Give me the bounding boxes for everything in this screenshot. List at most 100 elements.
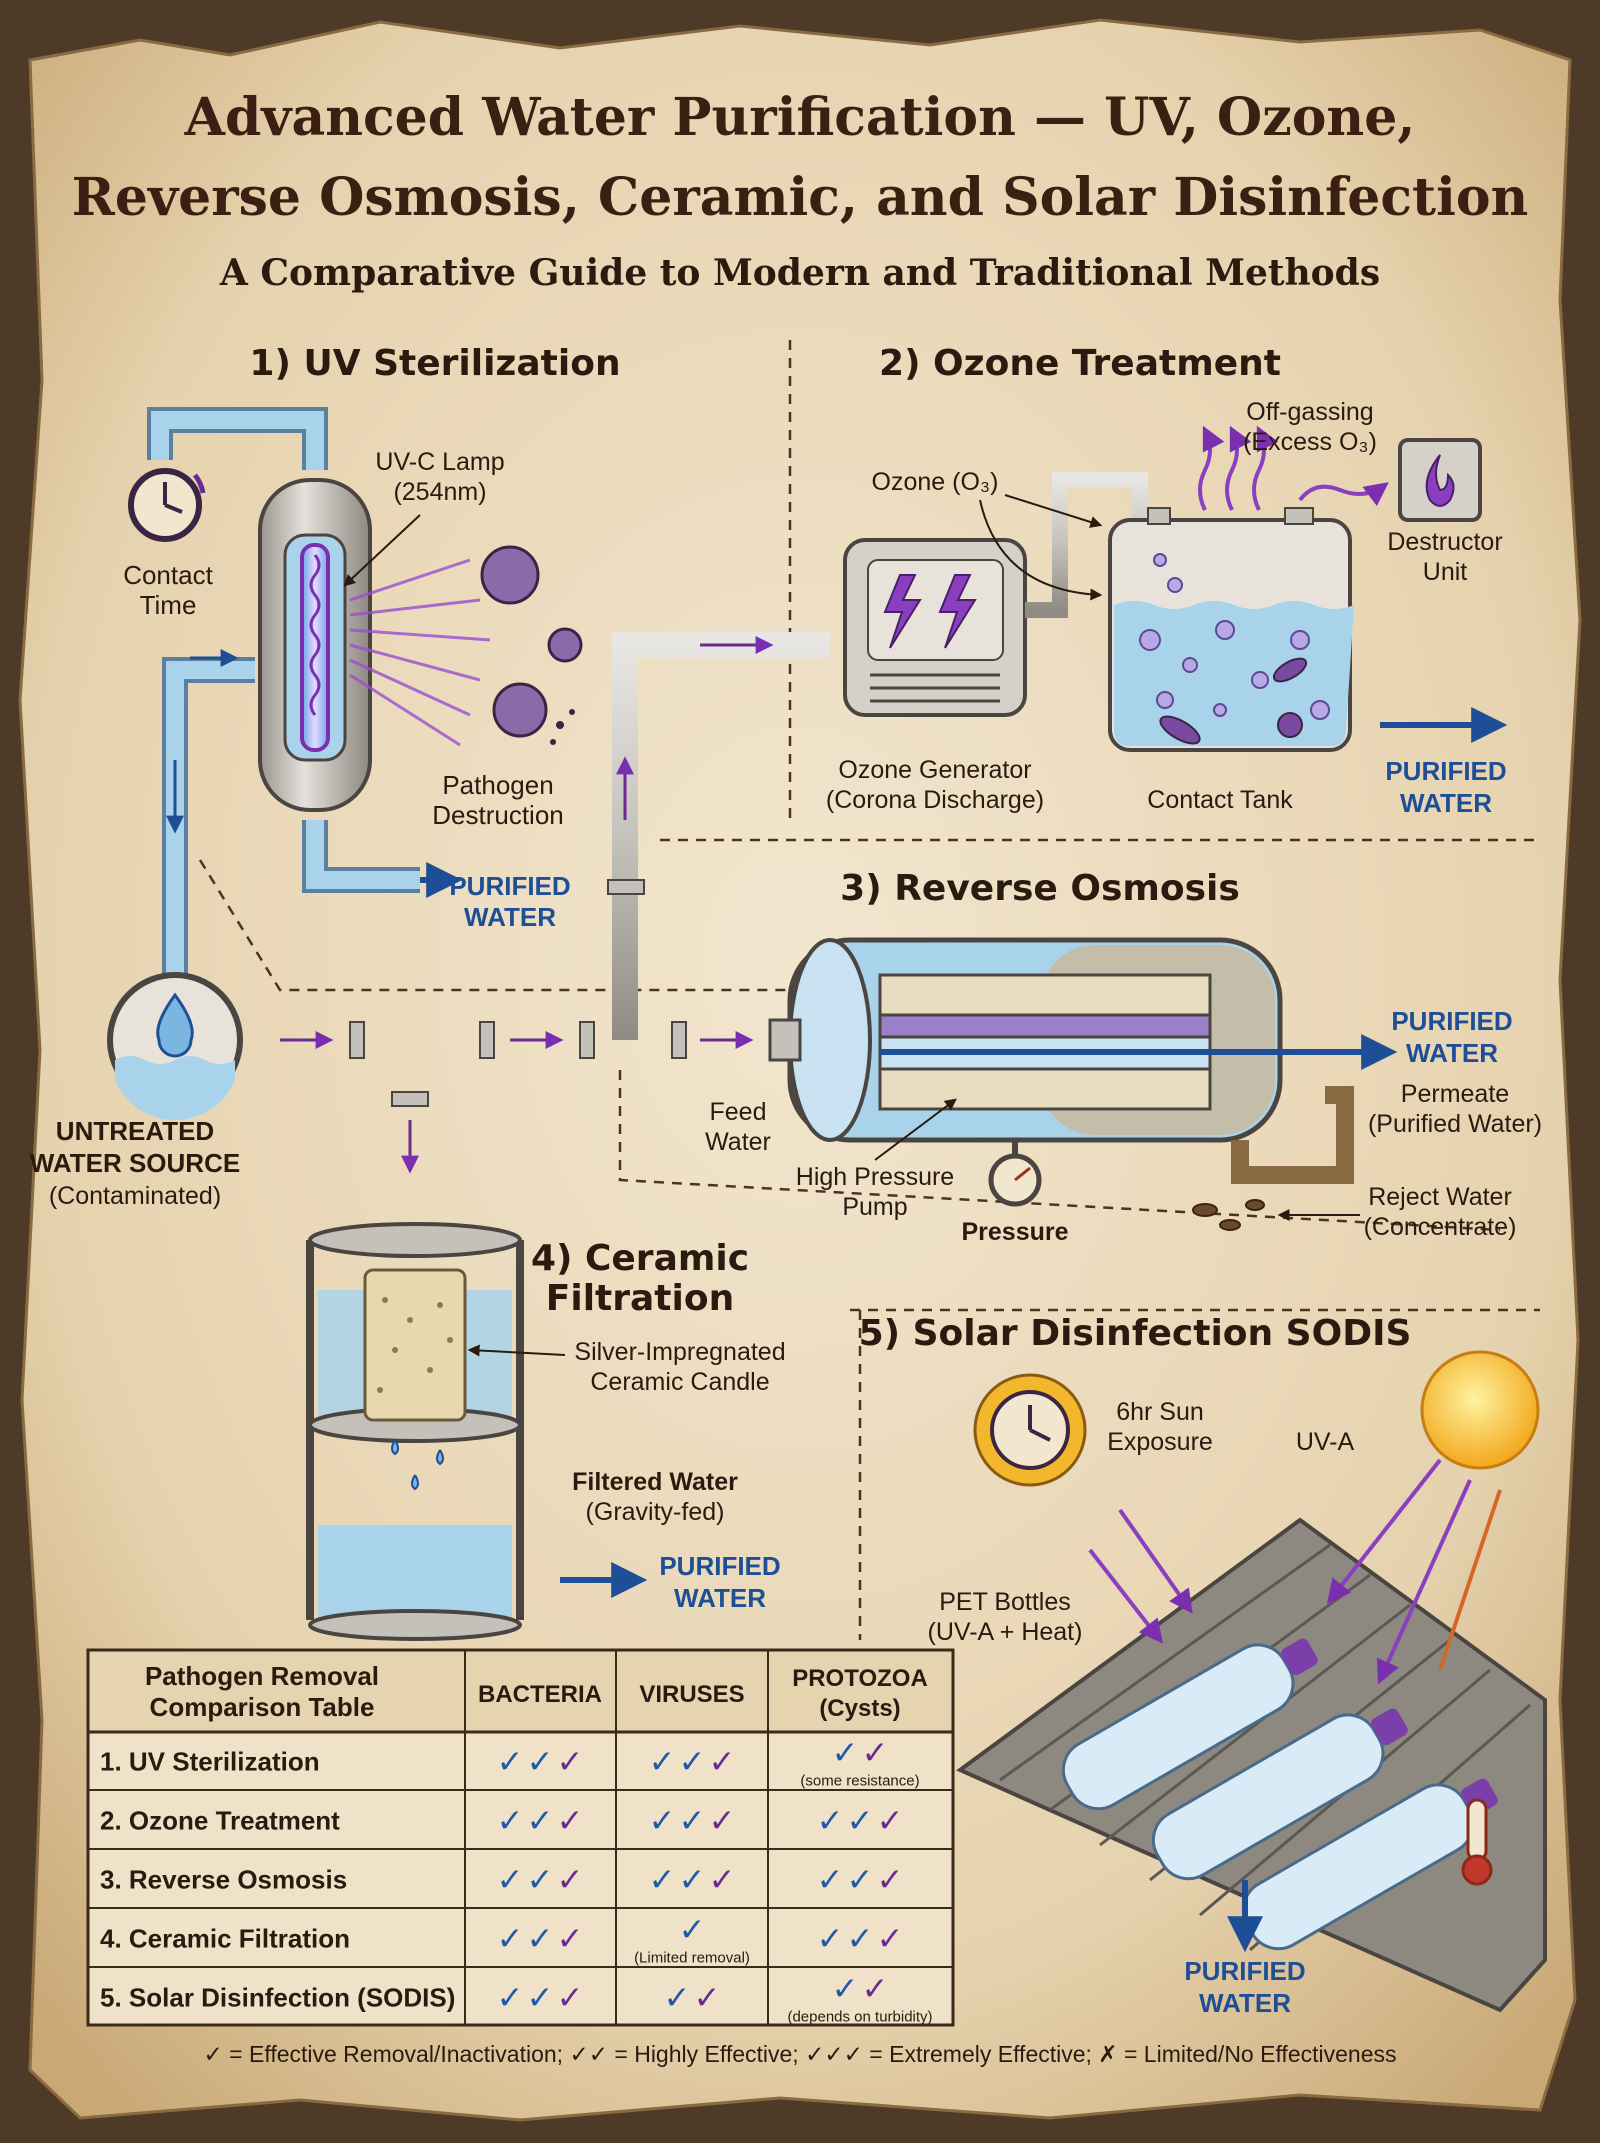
clock-icon [128, 468, 206, 542]
check-mark-icon: ✓ [557, 1802, 584, 1840]
check-mark-icon: ✓ [679, 1743, 706, 1781]
ceramic-output-1: PURIFIED [659, 1551, 780, 1581]
check-mark-icon: ✓ [649, 1743, 676, 1781]
feed-label-2: Water [705, 1128, 771, 1156]
ceramic-section: 4) Ceramic Filtration Silver-Impregnated… [306, 1222, 786, 1641]
uv-heading: 1) UV Sterilization [249, 343, 620, 384]
table-row-method: 4. Ceramic Filtration [100, 1924, 350, 1954]
title-line-2: Reverse Osmosis, Ceramic, and Solar Disi… [72, 167, 1529, 228]
check-mark-icon: ✓ [679, 1911, 706, 1949]
check-mark-icon: ✓ [862, 1734, 889, 1772]
gravity-label: (Gravity-fed) [586, 1498, 725, 1526]
table-title-2: Comparison Table [150, 1692, 375, 1722]
pump-label-2: Pump [842, 1193, 907, 1221]
ro-membrane [878, 973, 1212, 1111]
check-mark-icon: ✓ [847, 1861, 874, 1899]
uv-wavelength: (254nm) [393, 478, 486, 506]
check-mark-icon: ✓ [557, 1861, 584, 1899]
feed-label-1: Feed [710, 1098, 767, 1126]
check-mark-icon: ✓ [497, 1802, 524, 1840]
table-cell-note: (depends on turbidity) [787, 2009, 932, 2026]
ro-heading: 3) Reverse Osmosis [840, 868, 1240, 909]
permeate-label-1: Permeate [1401, 1080, 1509, 1108]
offgas-wisps [1198, 425, 1389, 511]
ozone-section: 2) Ozone Treatment [612, 343, 1508, 1040]
sun-exposure-1: 6hr Sun [1116, 1398, 1204, 1426]
check-mark-icon: ✓ [877, 1920, 904, 1958]
check-mark-icon: ✓ [817, 1861, 844, 1899]
check-mark-icon: ✓ [527, 1861, 554, 1899]
check-mark-icon: ✓ [527, 1802, 554, 1840]
ozone-bubbles [1139, 553, 1330, 720]
reject-label-2: (Concentrate) [1364, 1213, 1517, 1241]
ceramic-output-2: WATER [674, 1583, 766, 1613]
contact-time-label-2: Time [140, 590, 197, 620]
col-protozoa-2: (Cysts) [819, 1695, 900, 1722]
destructor-label-1: Destructor [1387, 528, 1502, 556]
generator-label-1: Ozone Generator [838, 756, 1031, 784]
destructor-label-2: Unit [1423, 558, 1468, 586]
col-viruses: VIRUSES [639, 1681, 744, 1708]
table-row-method: 3. Reverse Osmosis [100, 1865, 347, 1895]
check-mark-icon: ✓ [497, 1979, 524, 2017]
check-mark-icon: ✓ [832, 1970, 859, 2008]
ozone-output-1: PURIFIED [1385, 756, 1506, 786]
offgassing-label-1: Off-gassing [1246, 398, 1373, 426]
tank-label: Contact Tank [1147, 786, 1293, 814]
check-mark-icon: ✓ [709, 1861, 736, 1899]
flame-icon [1425, 454, 1455, 507]
table-row-method: 1. UV Sterilization [100, 1747, 320, 1777]
table-row-method: 5. Solar Disinfection (SODIS) [100, 1983, 455, 2013]
ceramic-heading-2: Filtration [546, 1278, 734, 1319]
table-legend: ✓ = Effective Removal/Inactivation; ✓✓ =… [204, 2041, 1397, 2067]
col-bacteria: BACTERIA [478, 1681, 602, 1708]
ro-section: 3) Reverse Osmosis Feed Water High Press… [705, 868, 1542, 1246]
sodis-output-2: WATER [1199, 1988, 1291, 2018]
check-mark-icon: ✓ [557, 1920, 584, 1958]
uv-inlet-pipe [166, 661, 255, 985]
sun-icon [1420, 1350, 1540, 1470]
check-mark-icon: ✓ [862, 1970, 889, 2008]
pathogen-destruction-1: Pathogen [442, 770, 553, 800]
check-mark-icon: ✓ [679, 1802, 706, 1840]
uv-lamp-label: UV-C Lamp [375, 448, 504, 476]
check-mark-icon: ✓ [649, 1861, 676, 1899]
generator-label-2: (Corona Discharge) [826, 786, 1044, 814]
title-line-1: Advanced Water Purification — UV, Ozone, [184, 87, 1416, 148]
check-mark-icon: ✓ [694, 1979, 721, 2017]
thermometer-icon [1466, 1798, 1488, 1862]
bottles-label-2: (UV-A + Heat) [928, 1618, 1083, 1646]
subtitle: A Comparative Guide to Modern and Tradit… [219, 252, 1380, 294]
filtered-reservoir [318, 1525, 512, 1620]
destructor-unit [1398, 438, 1482, 522]
ceramic-heading-1: 4) Ceramic [531, 1238, 749, 1279]
uv-section: 1) UV Sterilization [123, 343, 621, 985]
pet-bottles [1061, 1638, 1498, 1951]
pressure-label: Pressure [961, 1218, 1068, 1246]
check-mark-icon: ✓ [557, 1743, 584, 1781]
ro-output-2: WATER [1406, 1038, 1498, 1068]
lightning-icon [883, 574, 922, 649]
check-mark-icon: ✓ [832, 1734, 859, 1772]
check-mark-icon: ✓ [847, 1802, 874, 1840]
check-mark-icon: ✓ [497, 1920, 524, 1958]
ro-output-1: PURIFIED [1391, 1006, 1512, 1036]
water-drop-icon [156, 992, 194, 1058]
check-mark-icon: ✓ [527, 1920, 554, 1958]
ceramic-candle [363, 1268, 467, 1422]
check-mark-icon: ✓ [497, 1743, 524, 1781]
table-row-method: 2. Ozone Treatment [100, 1806, 340, 1836]
check-mark-icon: ✓ [664, 1979, 691, 2017]
uv-rays [349, 558, 491, 747]
check-mark-icon: ✓ [557, 1979, 584, 2017]
manifold: UNTREATED WATER SOURCE (Contaminated) [30, 879, 790, 1215]
check-mark-icon: ✓ [527, 1979, 554, 2017]
pathogen-icon [480, 545, 583, 745]
source-label-1: UNTREATED [56, 1116, 214, 1146]
uv-output-1: PURIFIED [449, 871, 570, 901]
uv-c-lamp [300, 543, 330, 752]
candle-label-2: Ceramic Candle [590, 1368, 769, 1396]
contact-time-label-1: Contact [123, 560, 213, 590]
sun-exposure-2: Exposure [1107, 1428, 1213, 1456]
